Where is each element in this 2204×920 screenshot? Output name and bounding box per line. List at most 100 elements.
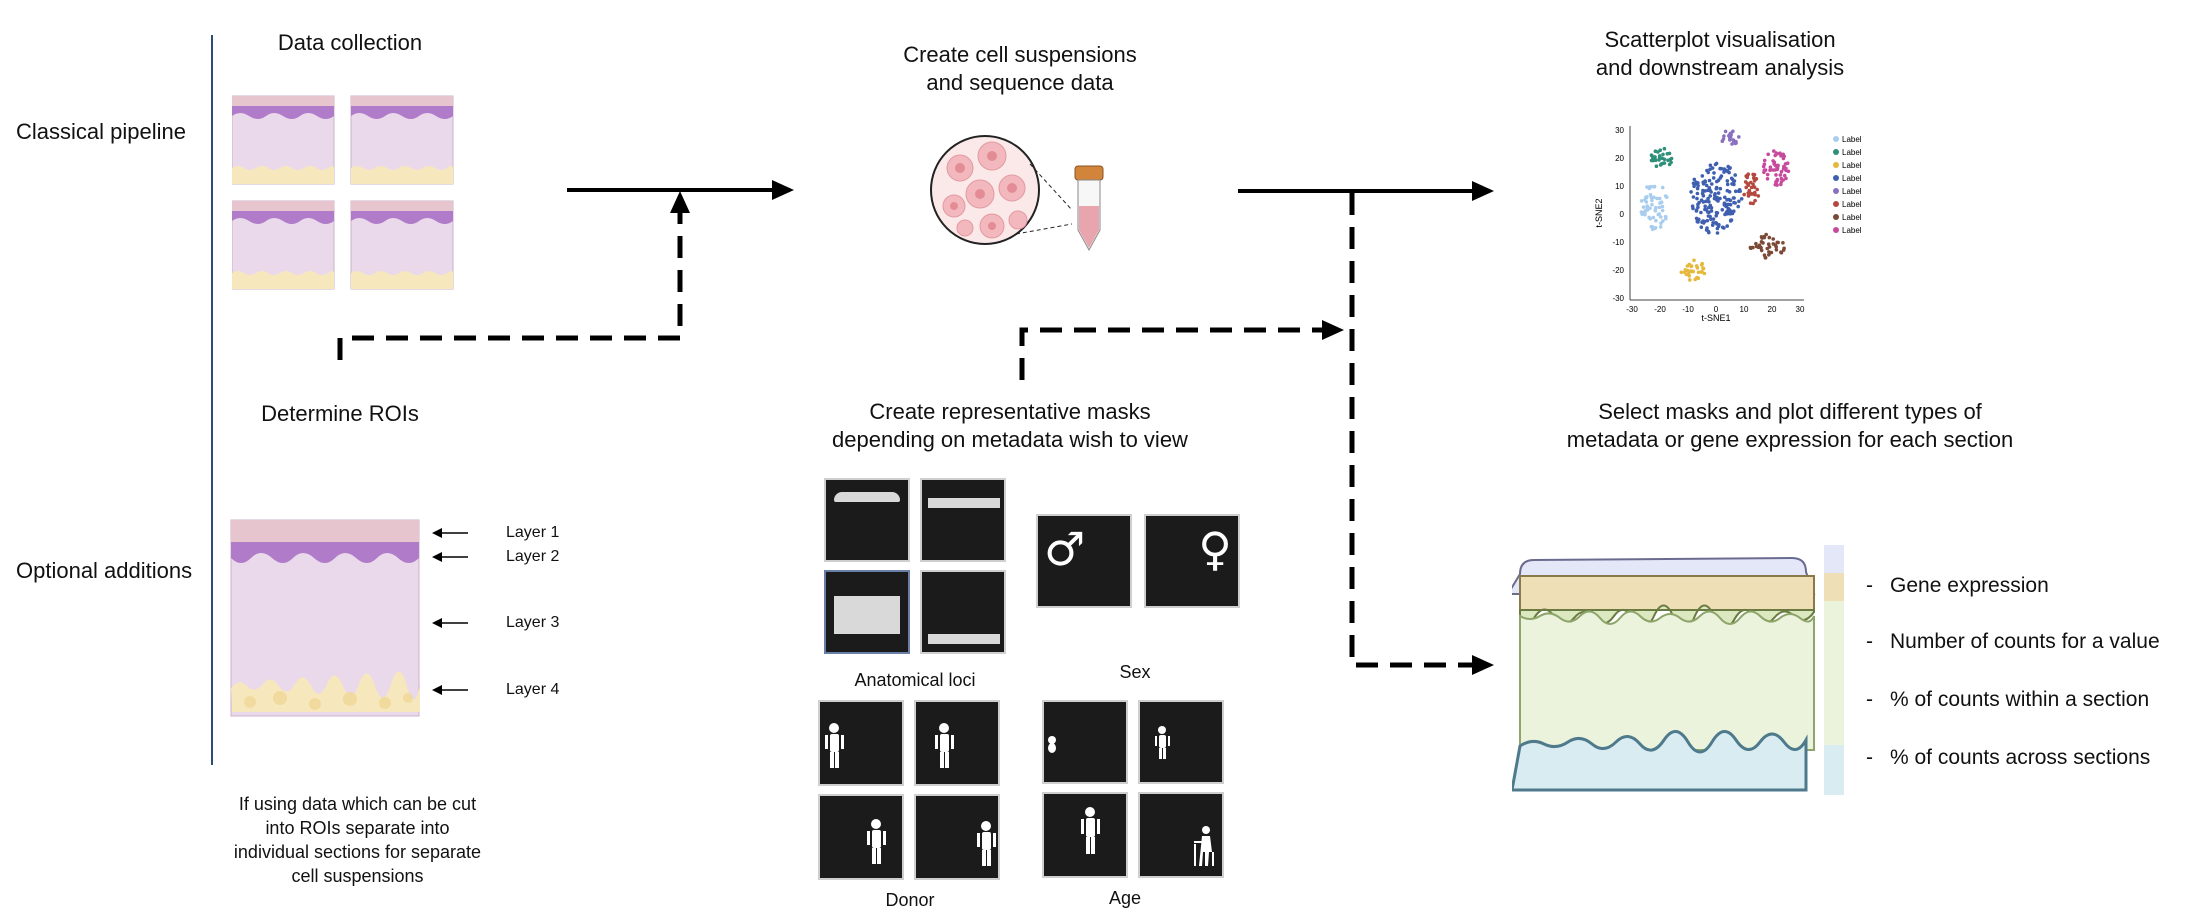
donor-mask-2 bbox=[914, 700, 1000, 786]
tsne-point bbox=[1715, 179, 1719, 184]
tsne-point bbox=[1661, 219, 1665, 223]
tsne-legend-label: Label bbox=[1842, 226, 1862, 235]
tsne-point bbox=[1784, 176, 1788, 181]
tsne-point bbox=[1696, 205, 1700, 210]
adult-icon bbox=[1081, 807, 1100, 854]
tsne-point bbox=[1707, 230, 1711, 235]
option-number-of-counts: Number of counts for a value bbox=[1890, 630, 2160, 653]
tsne-point bbox=[1722, 201, 1727, 205]
tsne-point bbox=[1659, 162, 1664, 166]
arrow-masks-to-flow bbox=[1019, 320, 1344, 380]
tsne-point bbox=[1725, 179, 1730, 183]
tsne-point bbox=[1660, 208, 1665, 213]
tsne-point bbox=[1771, 159, 1775, 163]
tsne-point bbox=[1692, 177, 1697, 182]
arrow-rois-to-flow bbox=[337, 191, 690, 360]
tsne-point bbox=[1692, 184, 1696, 189]
layer-1-label: Layer 1 bbox=[506, 524, 560, 541]
tsne-point bbox=[1692, 258, 1696, 263]
tsne-point bbox=[1701, 188, 1705, 193]
age-mask-child bbox=[1138, 700, 1224, 784]
tsne-point bbox=[1644, 200, 1649, 204]
tsne-point bbox=[1701, 194, 1706, 198]
tsne-point bbox=[1645, 185, 1649, 189]
option-percent-within-section: % of counts within a section bbox=[1890, 688, 2150, 711]
option-percent-across-sections: % of counts across sections bbox=[1890, 746, 2151, 769]
tsne-point bbox=[1742, 192, 1746, 197]
tsne-point bbox=[1650, 198, 1654, 203]
tsne-point bbox=[1696, 270, 1701, 275]
tsne-point bbox=[1782, 173, 1787, 178]
tsne-point bbox=[1695, 186, 1700, 191]
tsne-ylabel: t-SNE2 bbox=[1594, 198, 1604, 227]
tsne-point bbox=[1762, 234, 1767, 239]
female-symbol-icon: ♀ bbox=[1198, 522, 1232, 576]
tsne-ytick-label: -30 bbox=[1612, 294, 1624, 303]
tsne-point bbox=[1775, 167, 1780, 172]
tsne-point bbox=[1755, 187, 1759, 192]
tsne-point bbox=[1763, 256, 1768, 260]
tsne-point bbox=[1709, 209, 1714, 213]
tsne-point bbox=[1768, 168, 1772, 172]
tsne-legend-swatch bbox=[1833, 136, 1839, 142]
tsne-point bbox=[1690, 204, 1695, 208]
tsne-point bbox=[1725, 169, 1730, 173]
tsne-point bbox=[1659, 200, 1664, 204]
tsne-point bbox=[1756, 194, 1761, 198]
tsne-point bbox=[1752, 185, 1757, 189]
tsne-xlabel: t-SNE1 bbox=[1701, 313, 1730, 323]
tsne-point bbox=[1715, 231, 1720, 235]
tsne-legend-label: Label bbox=[1842, 161, 1862, 170]
tsne-point bbox=[1748, 201, 1753, 205]
tsne-point bbox=[1716, 191, 1721, 195]
tsne-point bbox=[1779, 176, 1784, 181]
tsne-point bbox=[1737, 135, 1741, 139]
tsne-point bbox=[1705, 210, 1710, 214]
tsne-point bbox=[1774, 151, 1779, 155]
tsne-point bbox=[1657, 158, 1661, 162]
label-sex: Sex bbox=[1119, 662, 1151, 682]
tsne-point bbox=[1744, 185, 1748, 190]
tsne-point bbox=[1745, 175, 1749, 180]
tsne-point bbox=[1723, 195, 1727, 200]
tsne-point bbox=[1722, 170, 1726, 174]
tsne-point bbox=[1711, 217, 1716, 221]
tsne-point bbox=[1695, 266, 1700, 270]
tsne-point bbox=[1754, 241, 1758, 246]
tsne-point bbox=[1766, 152, 1770, 157]
donor-mask-3 bbox=[818, 794, 904, 880]
anatomical-mask-2 bbox=[920, 478, 1006, 562]
tsne-point bbox=[1722, 226, 1726, 230]
tsne-point bbox=[1712, 171, 1716, 175]
tsne-point bbox=[1711, 176, 1716, 180]
tsne-point bbox=[1713, 162, 1718, 167]
tsne-legend-swatch bbox=[1833, 214, 1839, 220]
tsne-point bbox=[1737, 199, 1741, 204]
tsne-point bbox=[1775, 240, 1779, 245]
cell-suspension-illustration bbox=[930, 135, 1104, 252]
tsne-point bbox=[1699, 225, 1704, 229]
tsne-point bbox=[1783, 162, 1788, 166]
tsne-point bbox=[1709, 206, 1714, 210]
tsne-xtick-label: -30 bbox=[1626, 305, 1638, 314]
tsne-point bbox=[1722, 134, 1726, 138]
tsne-point bbox=[1779, 250, 1784, 255]
tsne-point bbox=[1731, 139, 1736, 143]
tsne-point bbox=[1688, 278, 1692, 282]
tsne-point bbox=[1747, 188, 1752, 193]
tsne-point bbox=[1693, 277, 1697, 282]
tsne-point bbox=[1662, 146, 1667, 151]
donor-mask-1 bbox=[818, 700, 904, 786]
tsne-point bbox=[1658, 225, 1663, 229]
tsne-point bbox=[1746, 183, 1751, 187]
tsne-point bbox=[1725, 182, 1730, 187]
tsne-xtick-label: -20 bbox=[1654, 305, 1666, 314]
row-divider bbox=[211, 35, 213, 765]
option-gene-expression: Gene expression bbox=[1890, 574, 2049, 597]
tsne-point bbox=[1765, 246, 1770, 251]
person-icon bbox=[935, 723, 954, 768]
tsne-point bbox=[1714, 210, 1719, 215]
tsne-point bbox=[1733, 189, 1738, 194]
tsne-point bbox=[1707, 205, 1711, 210]
